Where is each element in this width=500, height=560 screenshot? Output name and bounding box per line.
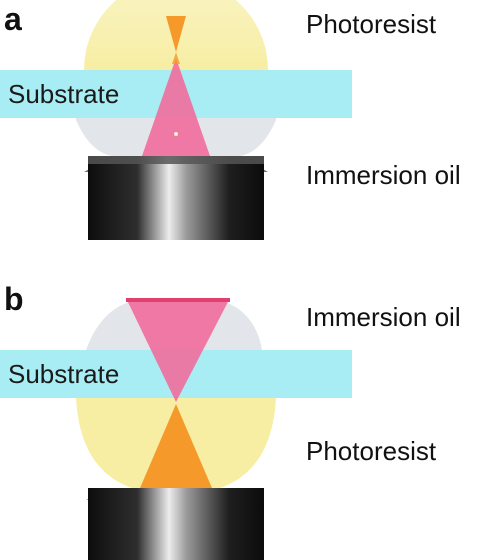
top-label-a: Photoresist (306, 9, 437, 39)
panel-a: a Substrate Photoresist Immersion oil (0, 0, 461, 240)
objective-a (88, 156, 264, 240)
focus-spot-a (166, 16, 186, 52)
panel-letter-b: b (4, 281, 24, 317)
focus-spot-b (140, 404, 212, 488)
substrate-label-b: Substrate (8, 359, 119, 389)
substrate-label-a: Substrate (8, 79, 119, 109)
objective-b (88, 488, 264, 560)
bottom-label-b: Photoresist (306, 436, 437, 466)
laser-cone-a (142, 58, 210, 156)
top-label-b: Immersion oil (306, 302, 461, 332)
laser-cone-b (126, 298, 230, 402)
panel-b: b Substrate Immersion oil Photoresist (0, 281, 461, 560)
bottom-label-a: Immersion oil (306, 160, 461, 190)
panel-letter-a: a (4, 1, 22, 37)
